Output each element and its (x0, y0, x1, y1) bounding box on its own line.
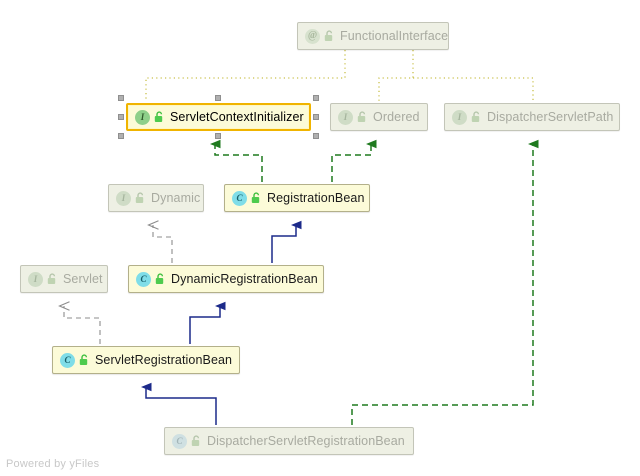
unlocked-padlock-icon (154, 111, 165, 123)
node-label: Servlet (63, 271, 103, 286)
node-label: FunctionalInterface (340, 28, 449, 43)
selection-handle-n[interactable] (215, 95, 221, 101)
node-label: Dynamic (151, 190, 201, 205)
selection-handle-w[interactable] (118, 114, 124, 120)
node-functionalinterface[interactable]: @ FunctionalInterface (297, 22, 449, 50)
node-label: Ordered (373, 109, 420, 124)
node-dynamicregistrationbean[interactable]: C DynamicRegistrationBean (128, 265, 324, 293)
class-icon: C (60, 352, 75, 368)
selection-handle-sw[interactable] (118, 133, 124, 139)
node-ordered[interactable]: I Ordered (330, 103, 428, 131)
node-dynamic[interactable]: I Dynamic (108, 184, 204, 212)
unlocked-padlock-icon (191, 435, 202, 447)
edge-dynamicregistrationbean-to-registrationbean[interactable] (271, 220, 302, 263)
selection-handle-e[interactable] (313, 114, 319, 120)
edge-dispatcherservletregistrationbean-to-dispatcherservletpath[interactable] (351, 139, 539, 425)
yfiles-watermark: Powered by yFiles (6, 458, 100, 470)
unlocked-padlock-icon (471, 111, 482, 123)
selection-handle-ne[interactable] (313, 95, 319, 101)
interface-icon: I (28, 271, 43, 287)
edge-servletregistrationbean-to-servlet[interactable] (58, 301, 101, 344)
unlocked-padlock-icon (135, 192, 146, 204)
node-dispatcherservletpath[interactable]: I DispatcherServletPath (444, 103, 620, 131)
unlocked-padlock-icon (79, 354, 90, 366)
interface-icon: I (116, 190, 131, 206)
interface-icon: I (135, 109, 150, 125)
edge-dispatcherservletregistrationbean-to-servletregistrationbean[interactable] (141, 382, 217, 425)
unlocked-padlock-icon (155, 273, 166, 285)
interface-icon: I (338, 109, 353, 125)
edge-dynamicregistrationbean-to-dynamic[interactable] (147, 220, 173, 263)
edge-functionalinterface-to-servletcontextinitializer[interactable] (145, 50, 346, 101)
class-icon: C (172, 433, 187, 449)
interface-icon: I (452, 109, 467, 125)
node-label: DispatcherServletRegistrationBean (207, 433, 405, 448)
node-registrationbean[interactable]: C RegistrationBean (224, 184, 370, 212)
unlocked-padlock-icon (324, 30, 335, 42)
annotation-icon: @ (305, 28, 320, 44)
class-icon: C (232, 190, 247, 206)
edge-servletregistrationbean-to-dynamicregistrationbean[interactable] (189, 301, 226, 344)
unlocked-padlock-icon (251, 192, 262, 204)
node-label: DynamicRegistrationBean (171, 271, 318, 286)
edge-registrationbean-to-ordered[interactable] (331, 139, 377, 182)
edge-functionalinterface-to-ordered[interactable] (378, 50, 414, 101)
node-servletregistrationbean[interactable]: C ServletRegistrationBean (52, 346, 240, 374)
node-servlet[interactable]: I Servlet (20, 265, 108, 293)
selection-handle-nw[interactable] (118, 95, 124, 101)
selection-handle-s[interactable] (215, 133, 221, 139)
unlocked-padlock-icon (357, 111, 368, 123)
node-label: RegistrationBean (267, 190, 365, 205)
node-servletcontextinitializer[interactable]: I ServletContextInitializer (126, 103, 311, 131)
selection-handle-se[interactable] (313, 133, 319, 139)
class-icon: C (136, 271, 151, 287)
node-dispatcherservletregistrationbean[interactable]: C DispatcherServletRegistrationBean (164, 427, 414, 455)
node-label: ServletContextInitializer (170, 109, 304, 124)
node-label: ServletRegistrationBean (95, 352, 233, 367)
edge-registrationbean-to-servletcontextinitializer[interactable] (210, 139, 263, 182)
unlocked-padlock-icon (47, 273, 58, 285)
node-label: DispatcherServletPath (487, 109, 614, 124)
edge-functionalinterface-to-dispatcherservletpath[interactable] (413, 77, 534, 101)
